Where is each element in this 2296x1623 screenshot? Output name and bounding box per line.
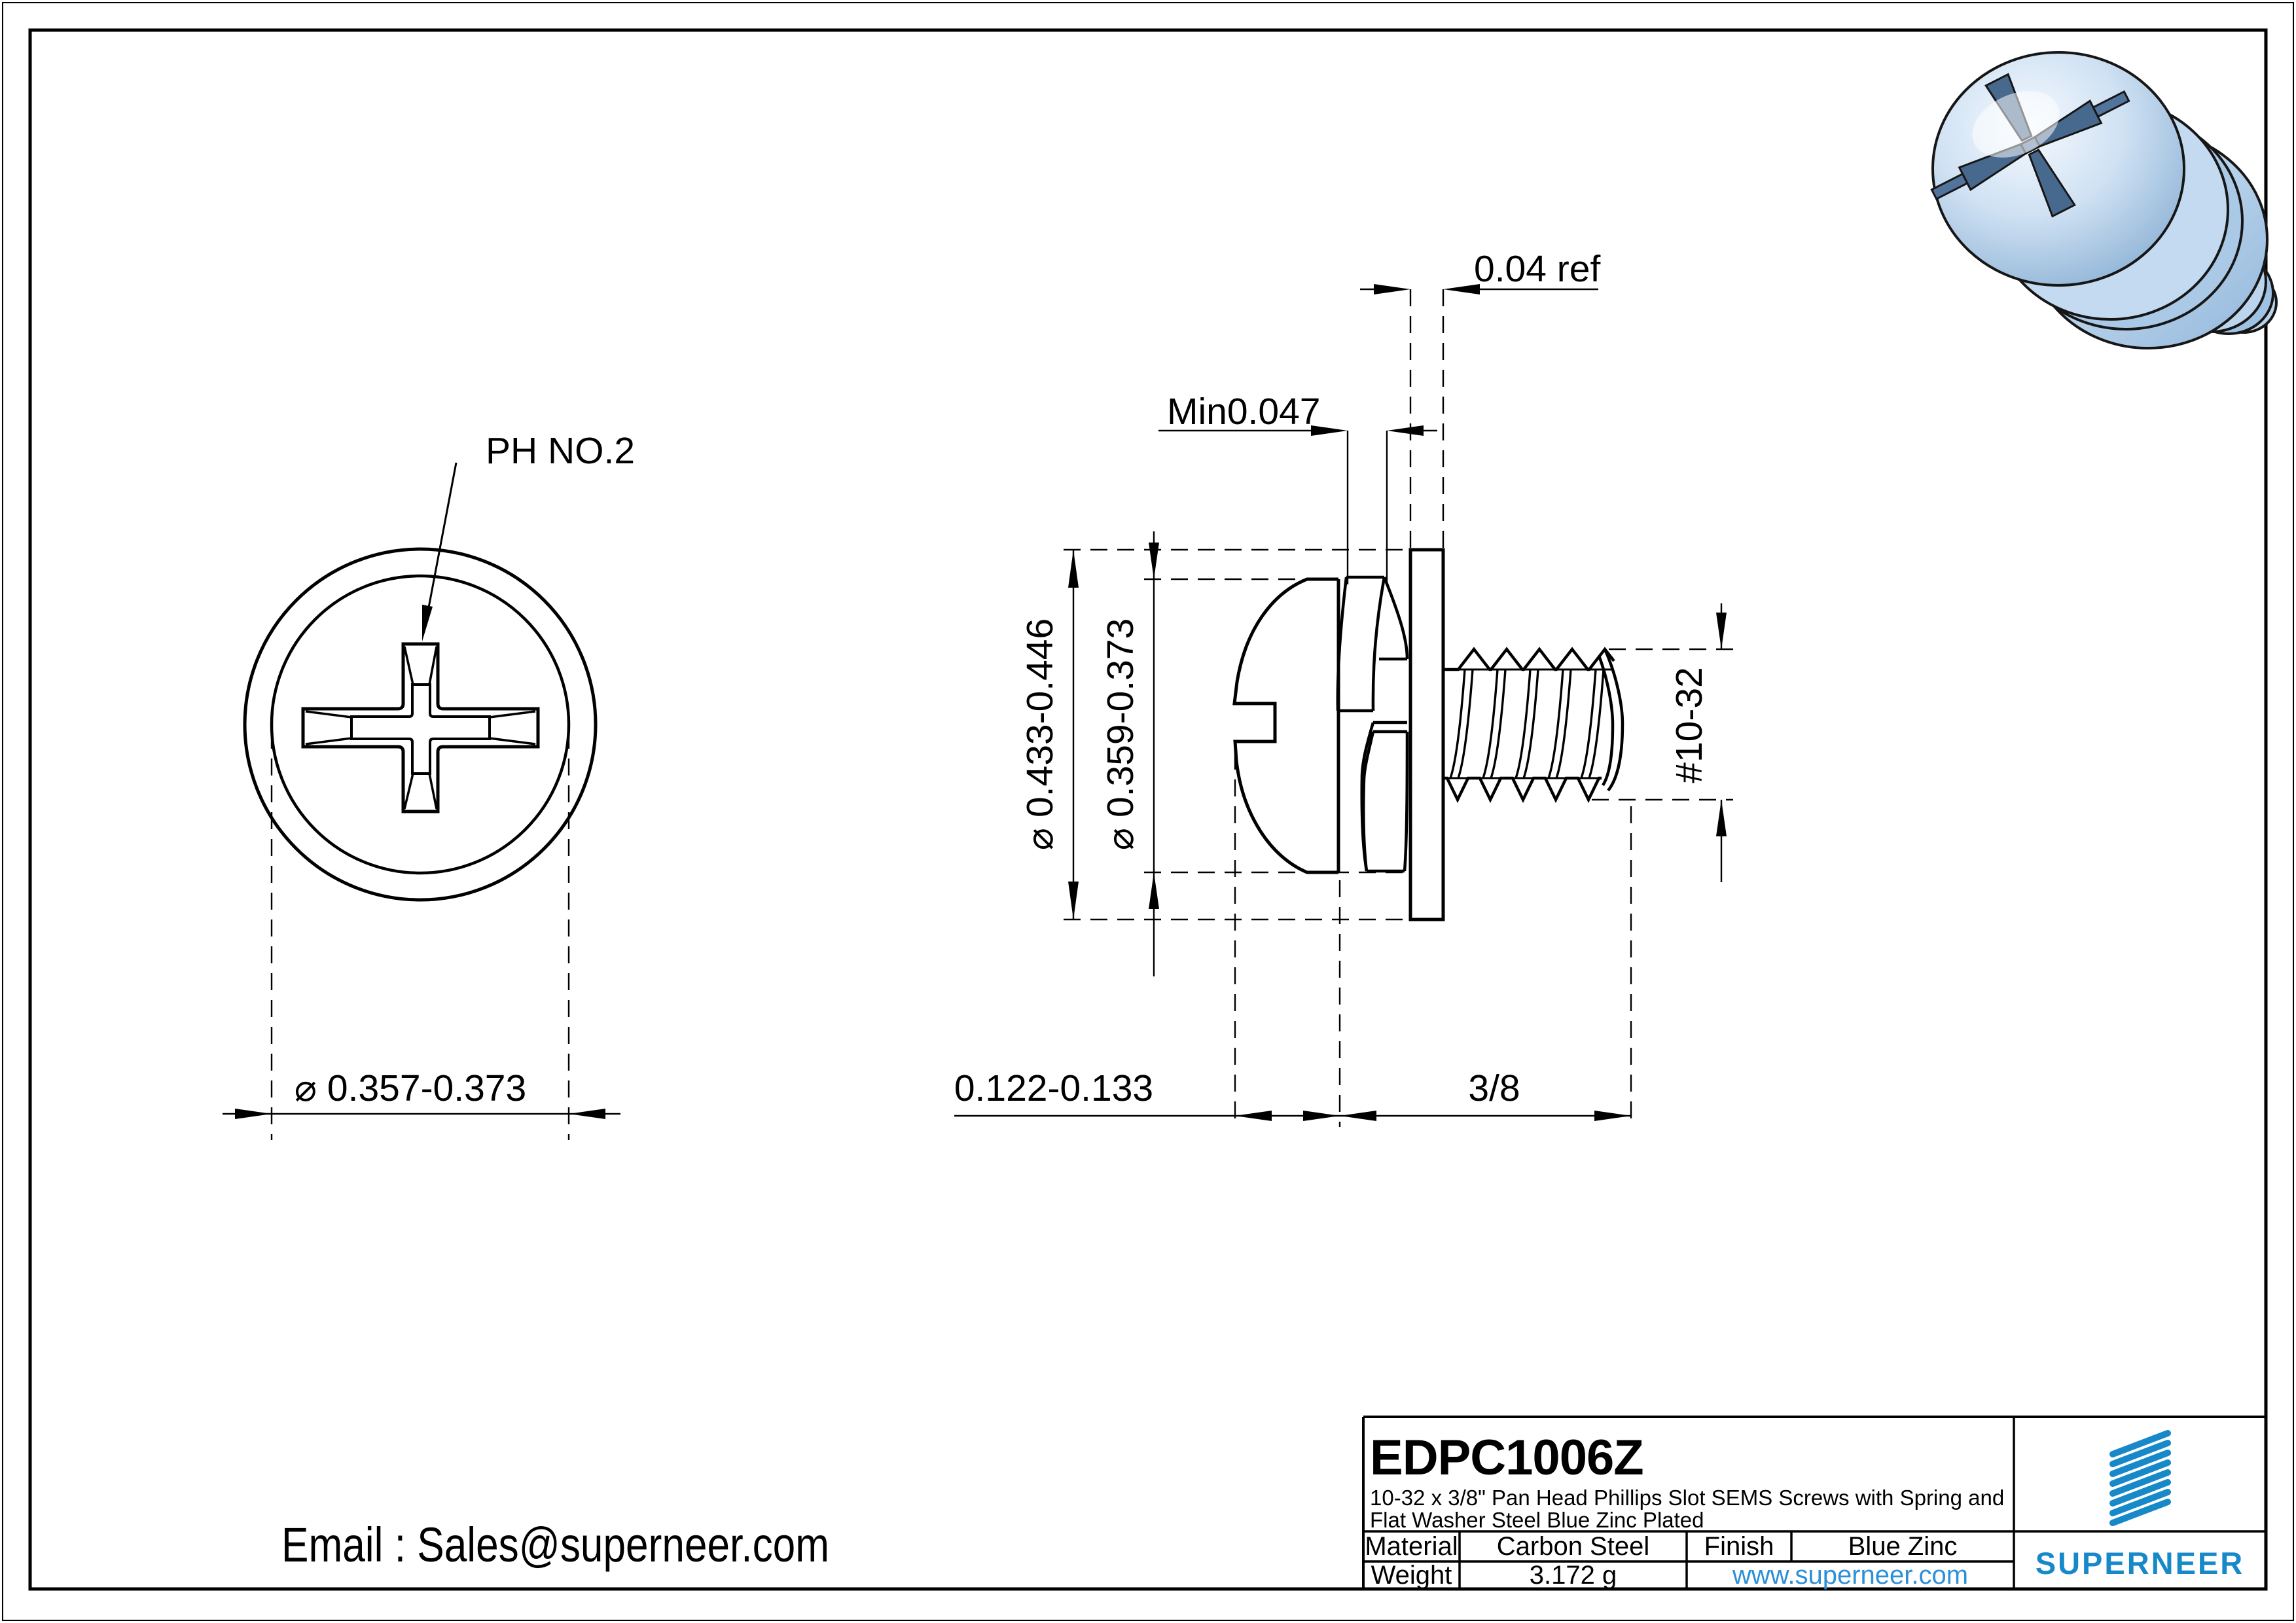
dim-thread-size: #10-32 <box>1668 667 1710 783</box>
title-block-lines <box>1362 1416 2266 1589</box>
dim-front-head-diameter: ⌀ 0.357-0.373 <box>295 1067 526 1109</box>
drive-outer-outline <box>301 642 540 813</box>
description-line1: 10-32 x 3/8" Pan Head Phillips Slot SEMS… <box>1370 1486 2005 1510</box>
dim-flat-washer-od: ⌀ 0.433-0.446 <box>1019 618 1061 850</box>
side-view-extension-lines <box>1064 289 1733 1127</box>
dim-head-height: 0.122-0.133 <box>954 1067 1153 1109</box>
brand-name: SUPERNEER <box>2035 1545 2245 1580</box>
render-3d-view <box>1930 51 2278 349</box>
part-number: EDPC1006Z <box>1370 1430 1644 1486</box>
front-view <box>243 547 598 902</box>
thread-profile <box>1443 647 1624 804</box>
head-highlight <box>1972 91 2060 158</box>
dim-washer-od-lines <box>1068 550 1079 919</box>
finish-value: Blue Zinc <box>1848 1531 1958 1561</box>
head-inner-circle <box>270 574 571 875</box>
dim-washer-thickness-lines <box>1360 284 1598 294</box>
finish-label: Finish <box>1704 1531 1774 1561</box>
website-link[interactable]: www.superneer.com <box>1732 1560 1969 1590</box>
contact-email[interactable]: Email : Sales@superneer.com <box>281 1518 830 1572</box>
dim-spring-min: Min0.047 <box>1167 391 1321 433</box>
dim-bottom-lines <box>954 1111 1631 1121</box>
dim-spring-min-lines <box>1158 425 1437 584</box>
description-line2: Flat Washer Steel Blue Zinc Plated <box>1370 1508 1704 1532</box>
weight-value: 3.172 g <box>1529 1560 1617 1590</box>
dim-thread-size-lines <box>1716 603 1727 882</box>
weight-label: Weight <box>1371 1560 1452 1590</box>
pan-head-profile <box>1232 577 1340 874</box>
drive-taper-lines <box>305 646 536 810</box>
side-view <box>1232 548 1624 921</box>
material-label: Material <box>1365 1531 1458 1561</box>
superneer-logo-icon <box>2109 1430 2171 1526</box>
head-outer-circle <box>243 547 598 902</box>
front-view-dimension <box>223 732 620 1140</box>
flat-washer-profile <box>1408 548 1445 921</box>
dim-thread-length: 3/8 <box>1468 1067 1520 1109</box>
drive-callout-leader <box>422 462 457 641</box>
dim-flat-washer-thickness: 0.04 ref <box>1474 248 1600 290</box>
dim-drive-label: PH NO.2 <box>486 430 635 472</box>
thread-helix-lines <box>1449 669 1605 779</box>
dim-head-od-lines <box>1149 531 1159 976</box>
drive-inner-cross <box>350 683 491 775</box>
material-value: Carbon Steel <box>1496 1531 1650 1561</box>
dim-head-od: ⌀ 0.359-0.373 <box>1100 618 1141 850</box>
spring-washer-profile <box>1336 575 1409 873</box>
